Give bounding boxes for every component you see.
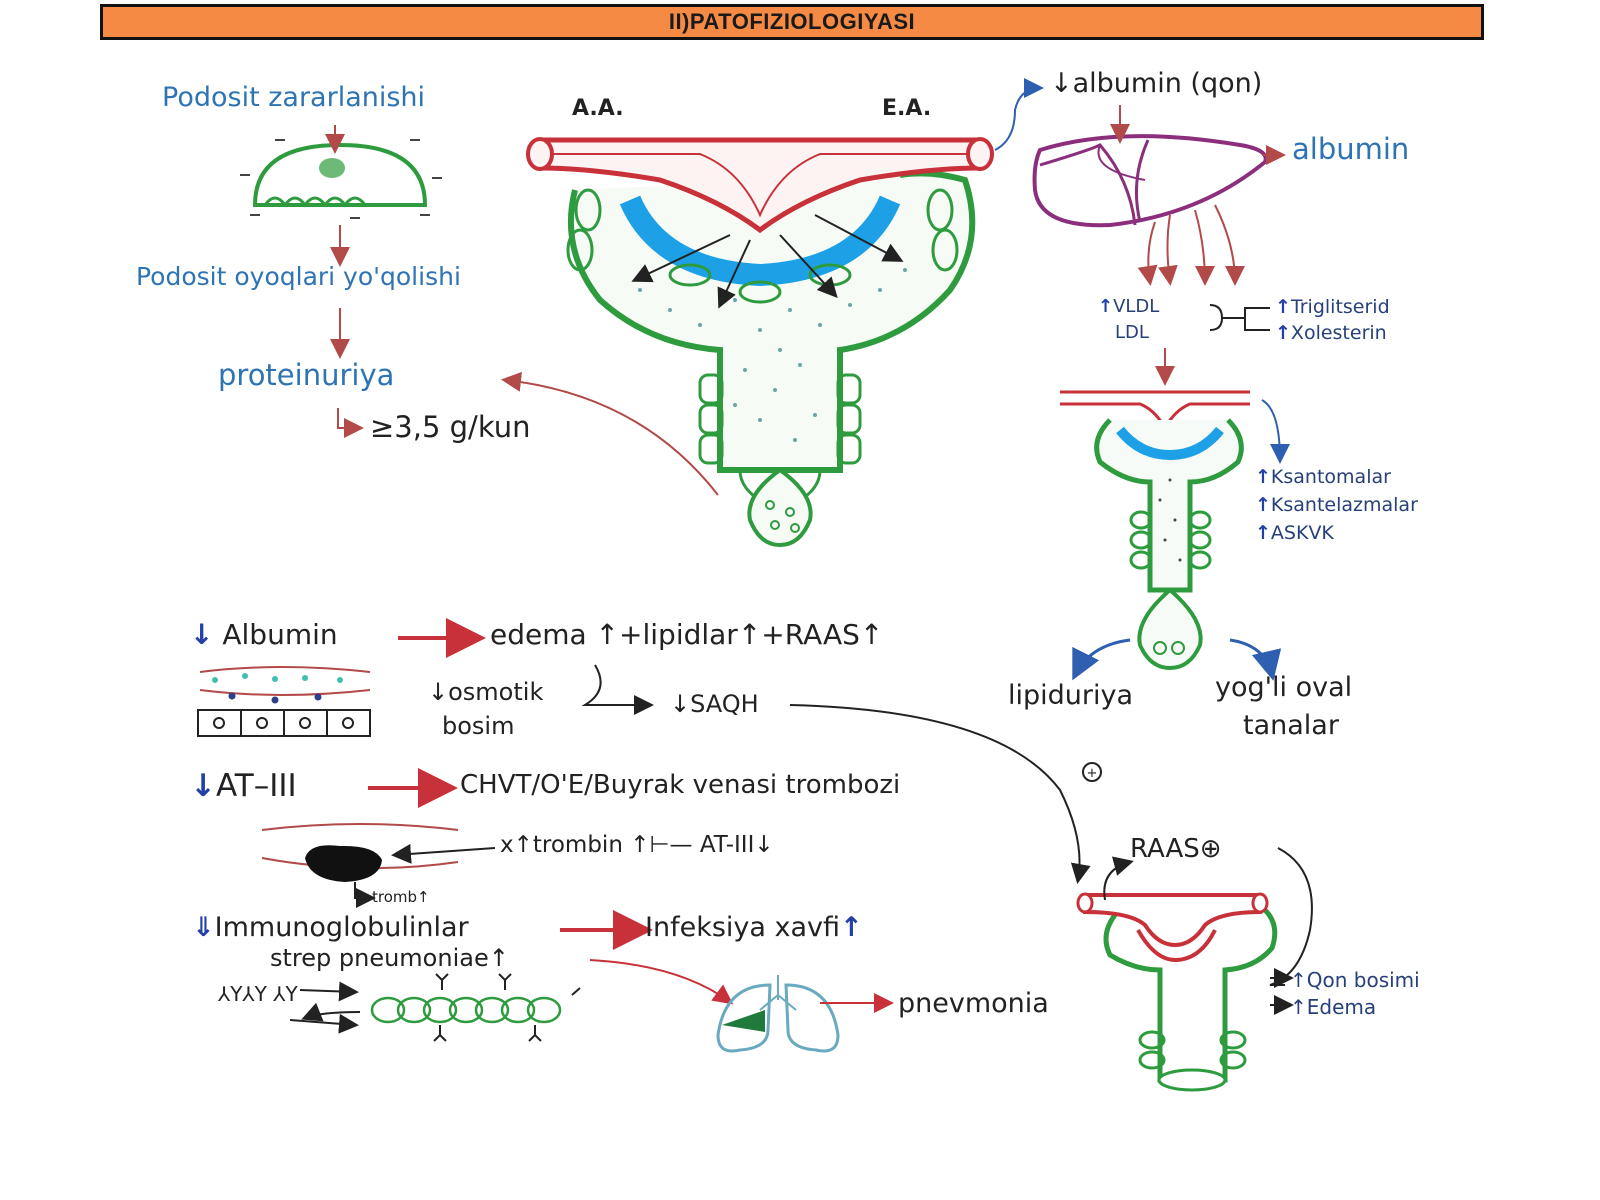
proteinuriya-value: ≥3,5 g/kun	[370, 410, 531, 444]
efferent-arteriole-label: E.A.	[882, 96, 932, 121]
bacteria-chain-icon	[370, 996, 562, 1024]
arrow-osmotik-to-saqh	[581, 664, 654, 715]
strep-label: strep pneumoniae↑	[270, 944, 509, 972]
albumin-liver-label: albumin	[1292, 132, 1410, 166]
arrow-clot-to-tromb	[354, 882, 376, 908]
raas-plus-label: RAAS⊕	[1130, 834, 1222, 864]
saqh-label: ↓SAQH	[670, 690, 759, 718]
liver-output-arrows	[1137, 204, 1245, 286]
arrow-antibodies-down	[289, 1013, 359, 1034]
edema-right-label: ↑Edema	[1290, 995, 1377, 1019]
antibody-y-icons	[433, 973, 581, 1042]
glomerulus-bottom-right	[1076, 892, 1278, 1092]
arrow-raas-loop	[1103, 856, 1134, 901]
bosim-label: bosim	[442, 712, 515, 740]
plus-circle-icon	[1082, 762, 1102, 782]
lungs-icon	[716, 975, 840, 1053]
bracket-lipids	[1209, 304, 1270, 331]
ksantelazmalar-label: ↑Ksantelazmalar	[1255, 494, 1418, 516]
chvt-label: CHVT/O'E/Buyrak venasi trombozi	[460, 770, 901, 800]
podosit-zararlanishi-label: Podosit zararlanishi	[162, 82, 426, 113]
arrow-to-lipiduriya	[1072, 638, 1131, 681]
glomerulus-large	[526, 137, 994, 548]
arrow-raas-to-bp	[1269, 847, 1313, 986]
podosit-oyoqlari-label: Podosit oyoqlari yo'qolishi	[136, 262, 461, 291]
infeksiya-label: Infeksiya xavfi↑	[645, 912, 863, 943]
tanalar-label: tanalar	[1243, 710, 1339, 741]
arrow-to-ksanto	[1261, 399, 1290, 464]
arrow-glomerulus-to-protein	[501, 371, 719, 496]
arrow-glom-to-albumin	[994, 78, 1044, 151]
askvk-label: ↑ASKVK	[1255, 522, 1334, 544]
page-header: II)PATOFIZIOLOGIYASI	[100, 4, 1484, 40]
vldl-label: ↑VLDL	[1098, 296, 1160, 317]
tromb-label: tromb↑	[372, 888, 430, 906]
triglitserid-label: ↑Triglitserid	[1275, 296, 1390, 318]
podocyte-cell-icon	[240, 139, 442, 219]
afferent-arteriole-label: A.A.	[572, 96, 624, 121]
ldl-label: LDL	[1115, 322, 1149, 343]
antibodies-label: ⅄Y⅄Y ⅄Y	[218, 982, 298, 1006]
edema-chain-label: edema ↑+lipidlar↑+RAAS↑	[490, 618, 884, 651]
arrow-bacteria-to-antibodies	[301, 1002, 361, 1022]
arrow-saqh-to-raas	[789, 704, 1091, 884]
plus-sign: +	[1087, 766, 1098, 781]
xolesterin-label: ↑Xolesterin	[1275, 322, 1387, 344]
arrow-trombin-to-clot	[391, 843, 496, 864]
thrombus-icon	[261, 823, 459, 882]
ksantomalar-label: ↑Ksantomalar	[1255, 466, 1391, 488]
glomerulus-right	[1060, 390, 1250, 671]
immunoglobulinlar-label: ⇓Immunoglobulinlar	[192, 912, 469, 943]
at3-label: ↓AT–III	[190, 768, 297, 804]
osmotik-label: ↓osmotik	[428, 678, 544, 706]
page-title: II)PATOFIZIOLOGIYASI	[668, 9, 916, 34]
arrow-strep-to-lungs	[589, 959, 734, 1005]
proteinuriya-label: proteinuriya	[218, 358, 395, 392]
vessel-wall-icon	[197, 666, 371, 737]
arrow-antibodies-to-bacteria	[299, 981, 359, 1002]
lipiduriya-label: lipiduriya	[1008, 680, 1134, 711]
albumin-qon-label: ↓albumin (qon)	[1050, 68, 1263, 99]
albumin-low-label: ↓ Albumin	[190, 618, 338, 651]
trombin-label: x↑trombin ↑⊢— AT-III↓	[500, 832, 774, 858]
yogli-oval-label: yog'li oval	[1215, 672, 1353, 703]
qon-bosimi-label: ↑Qon bosimi	[1290, 968, 1420, 992]
liver-icon	[1032, 134, 1268, 228]
pnevmonia-label: pnevmonia	[898, 988, 1049, 1019]
arrow-protein-to-value	[337, 408, 364, 438]
arrow-to-oval	[1229, 638, 1282, 681]
